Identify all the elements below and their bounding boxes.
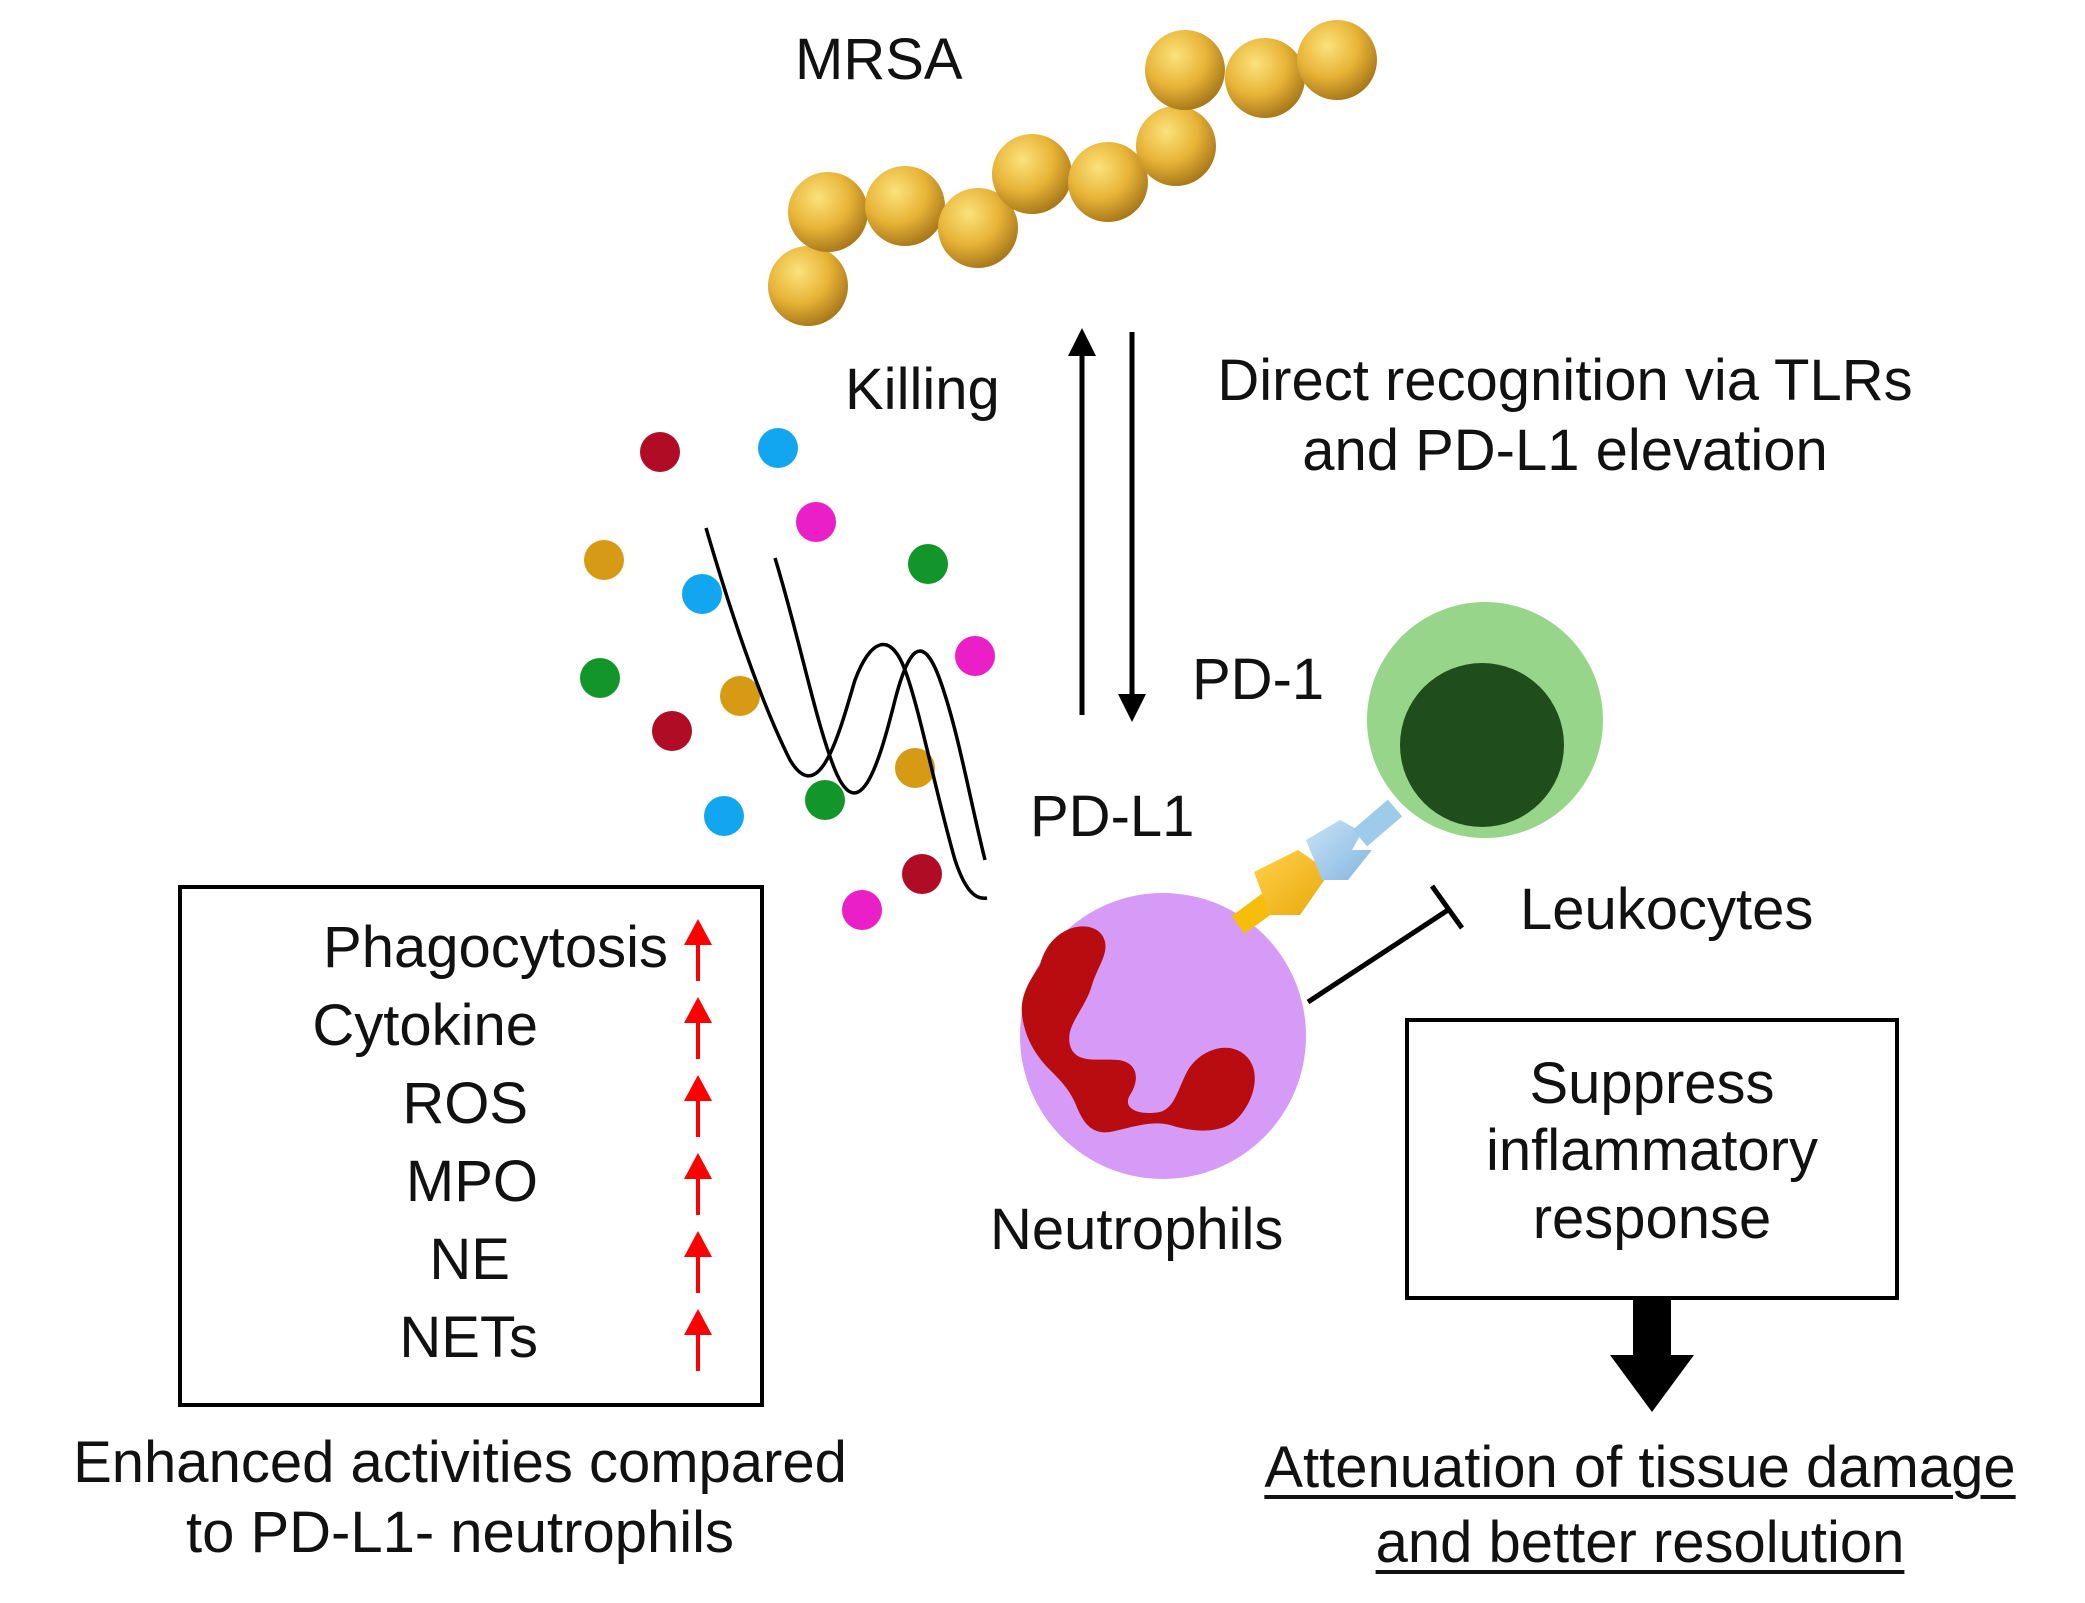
arrow-up-icon [684, 1309, 712, 1371]
downstream-arrow [1610, 1300, 1694, 1412]
activity-label: MPO [405, 1149, 538, 1214]
granule-magenta [955, 636, 995, 676]
arrow-up-icon [684, 1231, 712, 1293]
neutrophil-nucleus [1021, 926, 1255, 1133]
leukocytes-label: Leukocytes [1520, 877, 1814, 942]
granule-blue [704, 796, 744, 836]
granule-green [805, 780, 845, 820]
coccus [788, 172, 868, 252]
enhanced-activities-caption: Enhanced activities compared to PD-L1- n… [73, 1430, 847, 1565]
granule-magenta [842, 890, 882, 930]
granule-orange [895, 748, 935, 788]
suppress-label: Suppress inflammatory response [1486, 1051, 1818, 1251]
activity-row: Phagocytosis [182, 919, 760, 983]
mrsa-label: MRSA [795, 27, 963, 92]
leukocyte-cell [1367, 602, 1603, 838]
pd1-label: PD-1 [1192, 647, 1325, 712]
coccus [1136, 106, 1216, 186]
arrow-up-icon [684, 1075, 712, 1137]
arrow-up-icon [684, 997, 712, 1059]
neutrophils-label: Neutrophils [990, 1197, 1284, 1262]
granule-blue [758, 428, 798, 468]
activities-box: Phagocytosis Cytokine ROS MPO NE NETs [178, 885, 764, 1407]
granule-orange [584, 540, 624, 580]
recognition-label: Direct recognition via TLRs and PD-L1 el… [1217, 348, 1913, 483]
coccus [865, 166, 945, 246]
coccus [768, 246, 848, 326]
granule-red [902, 854, 942, 894]
activity-row: NE [182, 1231, 760, 1295]
granule-orange [720, 676, 760, 716]
suppress-box: Suppress inflammatory response [1405, 1018, 1899, 1300]
granule-blue [682, 574, 722, 614]
arrow-up-icon [684, 1153, 712, 1215]
pdl1-label: PD-L1 [1030, 784, 1195, 849]
activity-label: NETs [399, 1305, 538, 1370]
activity-label: Phagocytosis [323, 915, 668, 980]
attenuation-caption: Attenuation of tissue damage and better … [1264, 1435, 2016, 1576]
arrow-up-icon [684, 919, 712, 981]
mrsa-bacteria-chain [768, 20, 1377, 326]
recognition-arrow [1118, 332, 1146, 722]
leukocyte-nucleus [1400, 663, 1564, 827]
coccus [992, 134, 1072, 214]
pd1-receptor [1306, 799, 1403, 880]
inhibition-line [1306, 884, 1465, 1005]
activity-label: ROS [402, 1071, 528, 1136]
activity-row: NETs [182, 1309, 760, 1373]
released-granules [580, 428, 995, 930]
activity-row: MPO [182, 1153, 760, 1217]
coccus [1225, 38, 1305, 118]
coccus [938, 188, 1018, 268]
granule-green [580, 658, 620, 698]
coccus [1297, 20, 1377, 100]
granule-magenta [796, 502, 836, 542]
pdl1-ligand [1231, 850, 1330, 934]
granule-red [652, 711, 692, 751]
coccus [1145, 30, 1225, 110]
killing-arrow [1068, 328, 1096, 715]
activity-label: NE [429, 1227, 510, 1292]
activity-label: Cytokine [312, 993, 538, 1058]
neutrophil-cell [1020, 893, 1306, 1179]
granule-red [640, 432, 680, 472]
net-dna-strands [704, 527, 988, 900]
activity-row: Cytokine [182, 997, 760, 1061]
granule-green [908, 544, 948, 584]
coccus [1068, 142, 1148, 222]
killing-label: Killing [845, 357, 1000, 422]
activity-row: ROS [182, 1075, 760, 1139]
